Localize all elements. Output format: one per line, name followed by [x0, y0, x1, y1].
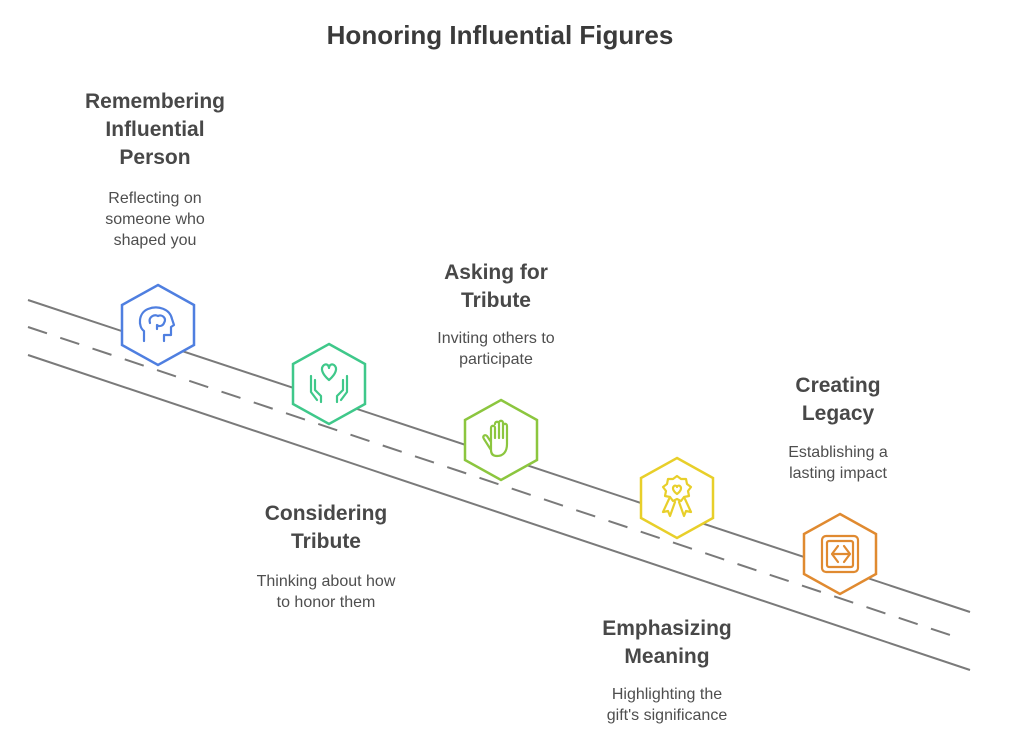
- framed-arrows-icon: [820, 534, 860, 574]
- step-title-emphasizing: Emphasizing Meaning: [602, 617, 732, 668]
- road-center-dashes: [27, 326, 951, 636]
- step-title-remembering: Remembering Influential Person: [84, 90, 226, 169]
- head-brain-icon: [138, 306, 176, 343]
- step-marker-creating: [802, 512, 878, 596]
- step-desc-creating: Establishing a lasting impact: [788, 444, 888, 482]
- step-marker-remembering: [120, 283, 196, 367]
- step-marker-considering: [291, 342, 367, 426]
- award-ribbon-icon: [661, 474, 693, 518]
- step-desc-emphasizing: Highlighting the gift's significance: [606, 686, 728, 724]
- step-desc-asking: Inviting others to participate: [437, 330, 555, 368]
- step-marker-asking: [463, 398, 539, 482]
- page-title: Honoring Influential Figures: [326, 20, 674, 50]
- step-desc-considering: Thinking about how to honor them: [256, 573, 396, 611]
- road-edge-bottom: [27, 354, 971, 671]
- step-desc-remembering: Reflecting on someone who shaped you: [105, 190, 205, 249]
- heart-hands-icon: [309, 363, 349, 404]
- step-title-asking: Asking for Tribute: [444, 261, 548, 312]
- step-marker-emphasizing: [639, 456, 715, 540]
- step-title-considering: Considering Tribute: [264, 502, 388, 553]
- step-title-creating: Creating Legacy: [795, 374, 881, 425]
- raised-hand-icon: [482, 419, 509, 458]
